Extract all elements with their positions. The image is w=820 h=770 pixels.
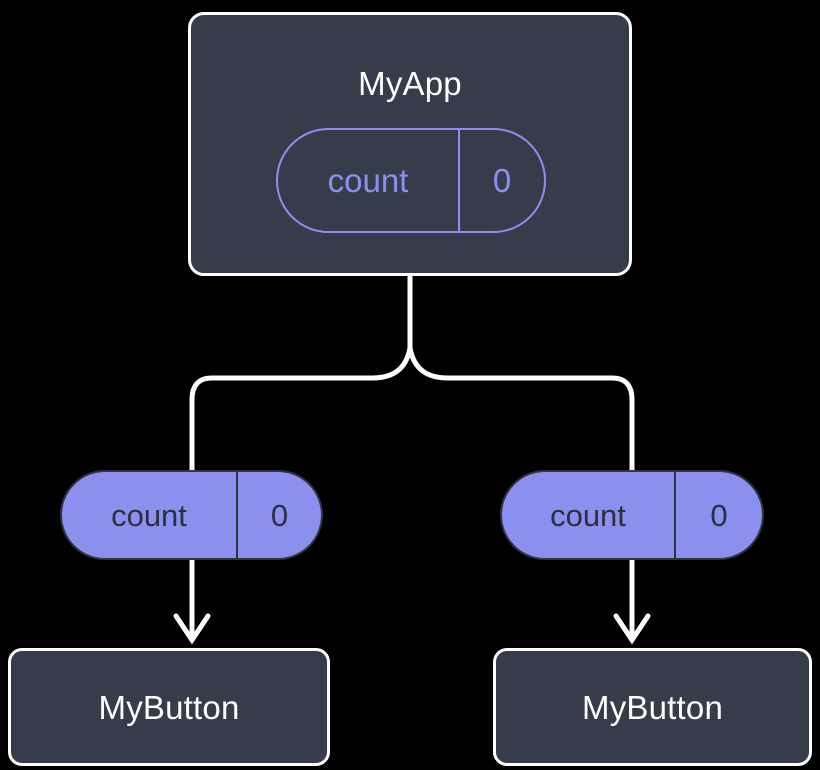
- arrowhead-right: [613, 613, 651, 645]
- state-pill-myapp[interactable]: count 0: [276, 128, 546, 233]
- arrowhead-left: [173, 613, 211, 645]
- edge-fork-to-right-pill: [407, 345, 635, 473]
- node-mybutton-left-title: MyButton: [98, 688, 240, 726]
- node-mybutton-right-title: MyButton: [582, 688, 723, 726]
- node-mybutton-right[interactable]: MyButton: [493, 648, 812, 766]
- prop-pill-left[interactable]: count 0: [60, 470, 323, 560]
- prop-pill-right-key: count: [550, 497, 626, 533]
- prop-pill-right[interactable]: count 0: [500, 470, 764, 560]
- node-myapp-title: MyApp: [358, 65, 462, 102]
- state-pill-myapp-key: count: [327, 162, 409, 199]
- state-pill-myapp-value: 0: [458, 130, 544, 231]
- prop-pill-right-value: 0: [674, 472, 762, 558]
- node-mybutton-left[interactable]: MyButton: [8, 648, 330, 766]
- edge-fork-to-left-pill: [189, 345, 413, 473]
- prop-pill-left-key: count: [111, 497, 187, 533]
- prop-pill-left-value: 0: [236, 472, 321, 558]
